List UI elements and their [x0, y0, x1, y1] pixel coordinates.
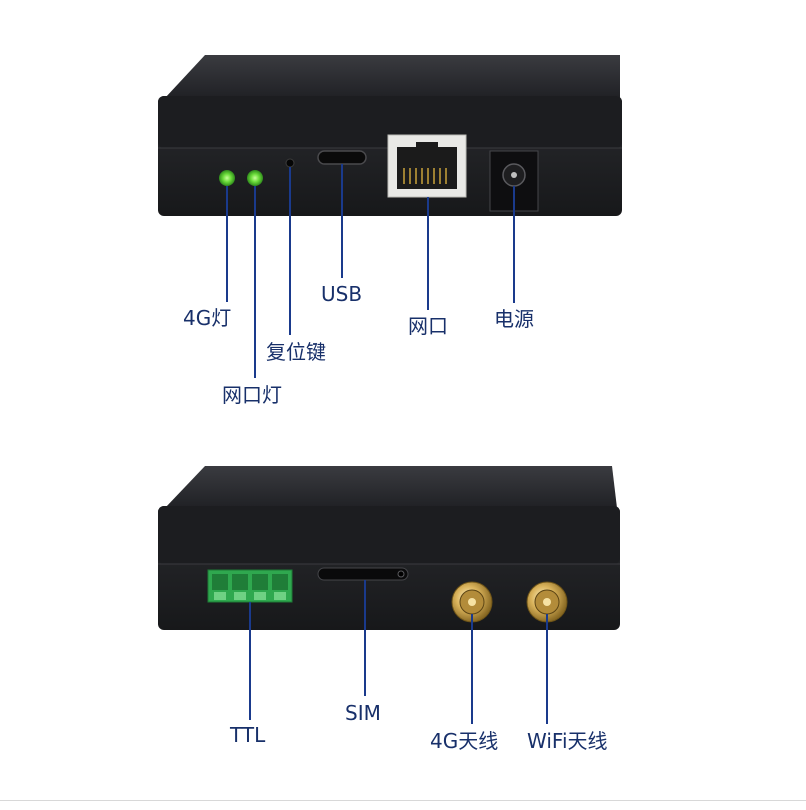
label-antenna-4g: 4G天线: [430, 729, 499, 753]
top-device-lid: [165, 55, 620, 98]
bottom-device-lid: [165, 466, 617, 508]
label-sim: SIM: [345, 701, 381, 725]
label-usb: USB: [321, 282, 363, 306]
reset-hole: [285, 158, 295, 168]
sma-connector-wifi: [526, 581, 568, 623]
usb-port: [317, 150, 367, 165]
bottom-device: [158, 466, 620, 724]
label-led-4g: 4G灯: [183, 306, 232, 330]
top-leader-lines: [226, 164, 515, 378]
bottom-leader-lines: [249, 580, 548, 724]
top-device: [158, 55, 622, 378]
bottom-divider: [0, 800, 806, 801]
top-device-upper-band: [158, 96, 622, 148]
sma-connector-4g: [451, 581, 493, 623]
label-led-lan: 网口灯: [222, 383, 282, 407]
label-power: 电源: [494, 307, 534, 331]
label-ttl: TTL: [230, 723, 266, 747]
led-4g: [219, 170, 235, 186]
sim-slot: [317, 567, 409, 581]
rj45-port: [387, 134, 467, 198]
label-reset: 复位键: [266, 340, 326, 364]
label-antenna-wifi: WiFi天线: [527, 729, 608, 753]
bottom-device-upper-band: [158, 506, 620, 564]
ttl-terminal-block: [207, 569, 293, 603]
label-lan: 网口: [408, 314, 448, 338]
led-lan: [247, 170, 263, 186]
